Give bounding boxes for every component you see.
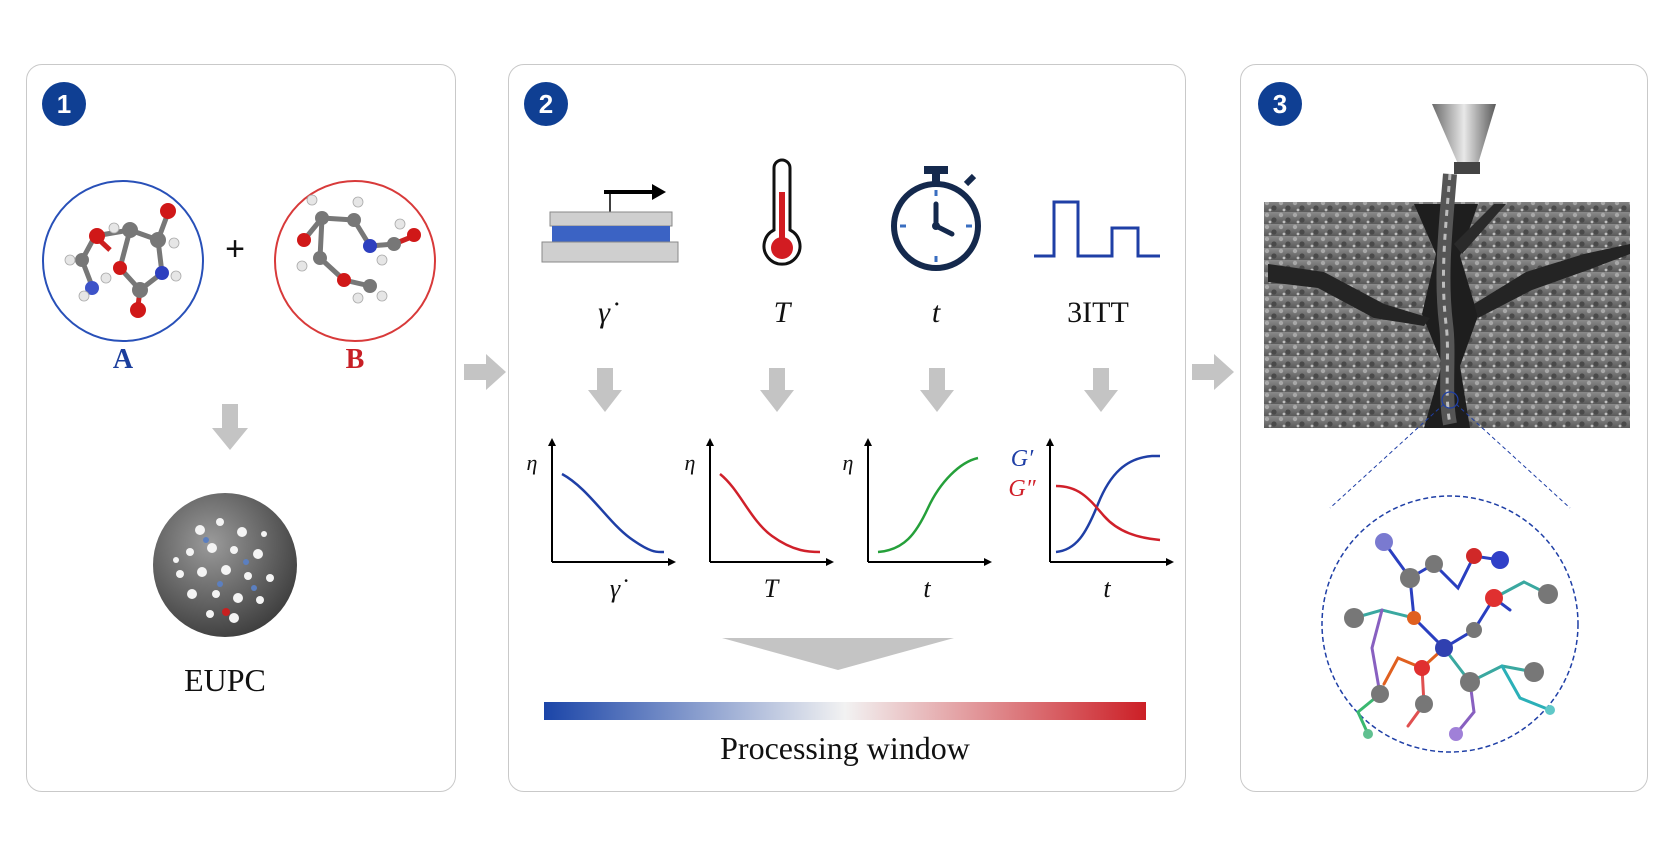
molecule-a-icon: [42, 180, 204, 342]
crack-filling-scene: [1264, 104, 1630, 428]
eupc-particle-icon: [153, 493, 297, 637]
molecule-b-icon: [274, 180, 436, 342]
arrow-down-icon: [1084, 368, 1118, 412]
plot-viscosity-vs-shear-rate: [548, 438, 676, 566]
arrow-right-icon: [464, 354, 506, 390]
plot-4-ylabel-g2: G″: [1008, 476, 1036, 502]
param-time-label: t: [931, 296, 941, 329]
plot-3-ylabel: η: [842, 450, 854, 475]
parallel-plate-shear-icon: [541, 184, 679, 263]
stopwatch-icon: [891, 166, 981, 271]
processing-window-label: Processing window: [720, 730, 970, 766]
processing-window-gradient: [544, 702, 1146, 720]
molecule-a-label: A: [112, 344, 134, 375]
panel-2: [508, 64, 1186, 792]
plus-sign: +: [225, 230, 245, 268]
plot-1-ylabel: η: [526, 450, 538, 475]
plot-viscosity-vs-time: [864, 438, 992, 566]
arrow-down-icon: [760, 368, 794, 412]
plot-2-ylabel: η: [684, 450, 696, 475]
panel-3-badge: 3: [1258, 82, 1302, 126]
arrow-down-icon: [212, 404, 248, 450]
molecule-b-label: B: [345, 344, 365, 375]
arrow-right-icon: [1192, 354, 1234, 390]
param-temperature-label: T: [773, 296, 791, 329]
arrow-down-icon: [588, 368, 622, 412]
step-signal-icon: [1034, 200, 1160, 258]
plot-1-xlabel: γ̇: [609, 574, 621, 603]
plot-2-xlabel: T: [763, 574, 779, 603]
plot-viscosity-vs-temperature: [706, 438, 834, 566]
plot-4-xlabel: t: [1103, 574, 1111, 603]
param-3itt-label: 3ITT: [1067, 296, 1129, 329]
plot-4-ylabel-g1: G′: [1010, 446, 1034, 472]
product-label: EUPC: [184, 662, 266, 698]
thermometer-icon: [762, 158, 802, 266]
panel-1-badge: 1: [42, 82, 86, 126]
converge-arrow-icon: [722, 638, 954, 670]
polymer-network-icon: [1344, 533, 1558, 741]
panel-2-badge: 2: [524, 82, 568, 126]
arrow-down-icon: [920, 368, 954, 412]
plot-3-xlabel: t: [923, 574, 931, 603]
plot-moduli-vs-time: [1046, 438, 1174, 566]
param-shear-rate-label: γ̇: [598, 296, 610, 329]
